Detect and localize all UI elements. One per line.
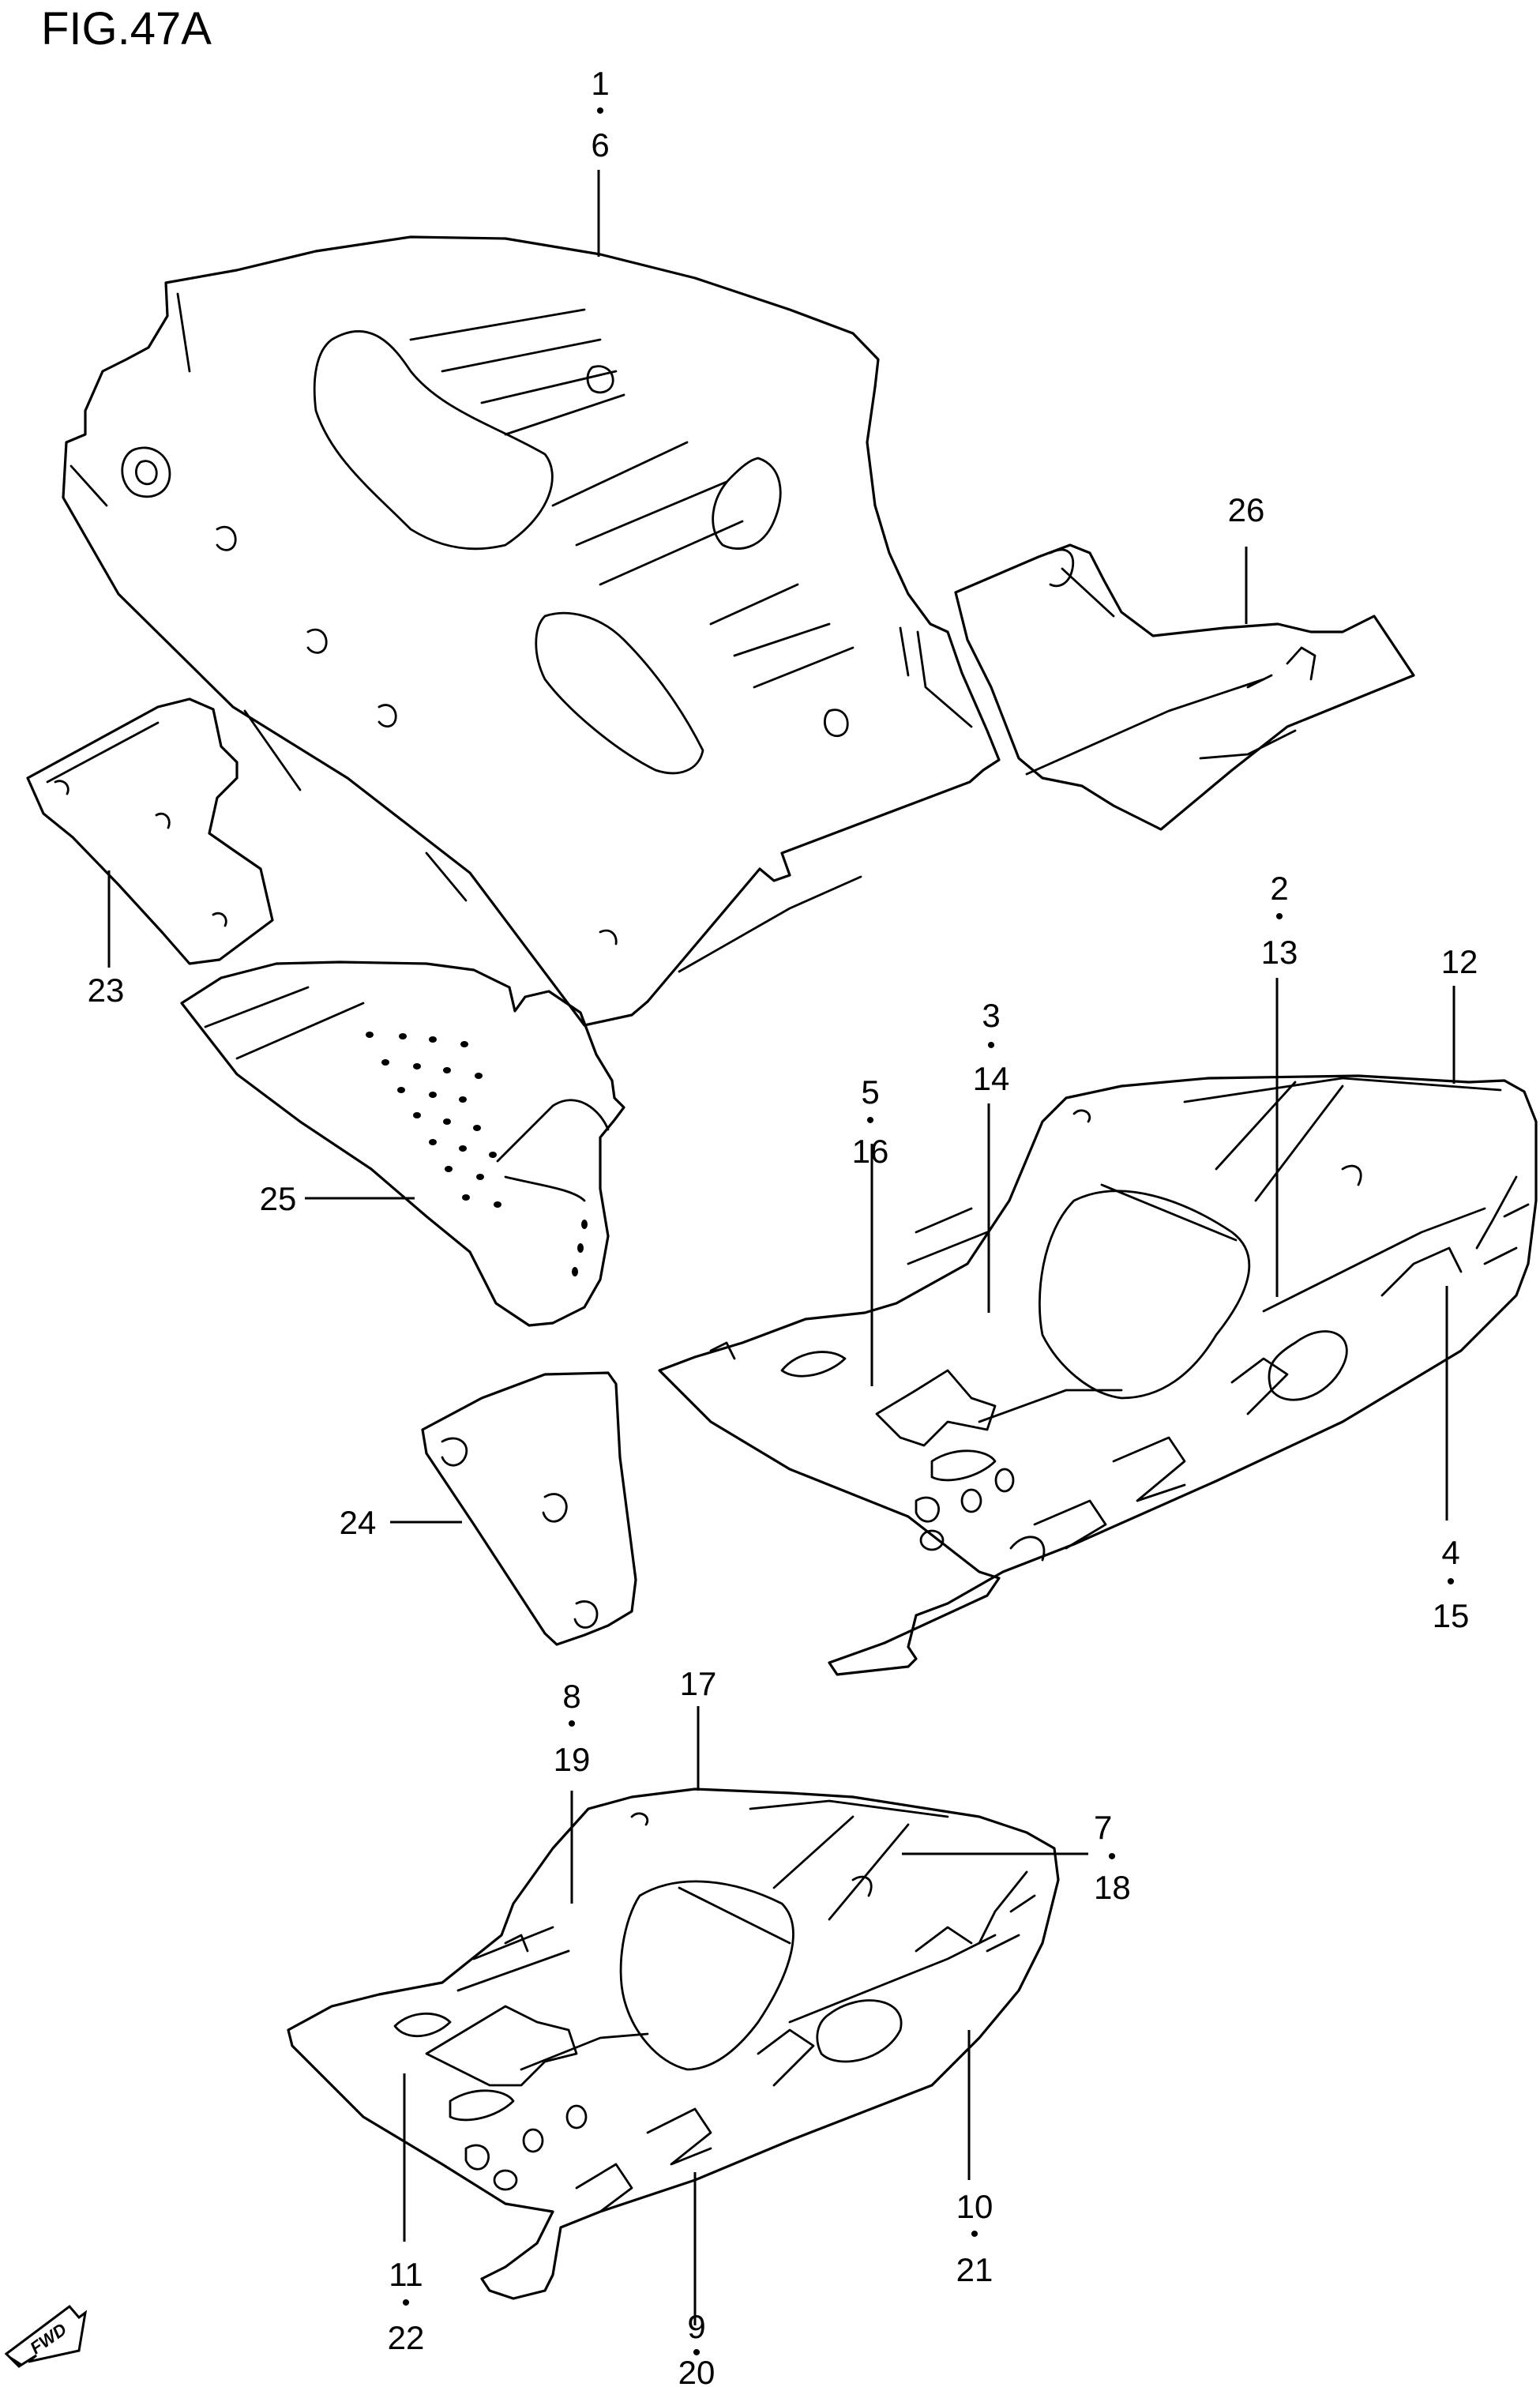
callout-separator: • — [971, 2221, 979, 2247]
inner-panel-part-26 — [954, 543, 1415, 831]
callout-top: 7 — [1094, 1809, 1112, 1846]
callout-top: 4 — [1441, 1534, 1459, 1571]
callout-top: 5 — [861, 1073, 879, 1111]
callout-separator: • — [1108, 1844, 1117, 1870]
callout-top: 10 — [956, 2188, 993, 2225]
lower-fairing-part — [287, 1787, 1060, 2300]
callout-12: 12 — [1441, 943, 1478, 980]
callout-top: 17 — [680, 1665, 717, 1702]
bracket-part-23 — [26, 697, 274, 965]
callout-separator: • — [596, 98, 605, 124]
callout-bottom: 13 — [1261, 934, 1298, 971]
callout-26: 26 — [1228, 491, 1265, 528]
callout-bottom: 20 — [678, 2354, 716, 2387]
callout-top: 25 — [260, 1180, 297, 1217]
callout-bottom: 19 — [554, 1741, 591, 1778]
callout-17: 17 — [680, 1665, 717, 1702]
callout-2-13: 2 • 13 — [1261, 870, 1298, 971]
callout-8-19: 8 • 19 — [554, 1678, 591, 1778]
callout-bottom: 22 — [388, 2319, 425, 2356]
callout-bottom: 21 — [956, 2251, 993, 2288]
callout-separator: • — [568, 1711, 577, 1737]
callout-top: 24 — [340, 1504, 377, 1541]
cover-part-25 — [180, 960, 625, 1327]
callout-25: 25 — [260, 1180, 297, 1217]
callout-top: 2 — [1270, 870, 1288, 907]
callout-top: 26 — [1228, 491, 1265, 528]
callout-separator: • — [1447, 1569, 1455, 1595]
callout-10-21: 10 • 21 — [956, 2188, 993, 2288]
callout-separator: • — [866, 1107, 875, 1133]
fwd-arrow-icon: FWD — [4, 2304, 88, 2368]
callout-9-20: 9 • 20 — [678, 2308, 716, 2387]
figure-title: FIG.47A — [41, 3, 212, 55]
callout-bottom: 16 — [852, 1133, 889, 1170]
vent-hole-pattern — [366, 1032, 588, 1276]
bracket-part-24 — [421, 1371, 637, 1646]
callout-4-15: 4 • 15 — [1433, 1534, 1470, 1634]
callout-23: 23 — [88, 972, 125, 1009]
callout-top: 11 — [389, 2256, 423, 2293]
callout-top: 23 — [88, 972, 125, 1009]
callout-separator: • — [987, 1032, 996, 1058]
callout-bottom: 18 — [1094, 1869, 1131, 1906]
callout-3-14: 3 • 14 — [973, 997, 1010, 1097]
middle-fairing-part — [658, 1074, 1538, 1676]
callout-top: 12 — [1441, 943, 1478, 980]
callout-bottom: 14 — [973, 1060, 1010, 1097]
callout-7-18: 7 • 18 — [1094, 1809, 1131, 1906]
callout-bottom: 6 — [591, 126, 609, 164]
leader-lines — [107, 170, 1455, 2325]
callout-separator: • — [693, 2340, 701, 2366]
callout-5-16: 5 • 16 — [852, 1073, 889, 1170]
callout-separator: • — [1275, 904, 1284, 930]
callout-top: 9 — [687, 2308, 705, 2345]
callout-11-22: 11 • 22 — [388, 2256, 425, 2356]
callout-separator: • — [402, 2290, 411, 2316]
callout-top: 3 — [982, 997, 1000, 1034]
callout-1-6: 1 • 6 — [591, 65, 609, 164]
side-cowling-part — [62, 235, 1001, 1027]
callout-top: 1 — [591, 65, 609, 102]
callout-bottom: 15 — [1433, 1597, 1470, 1634]
callout-top: 8 — [562, 1678, 580, 1715]
callout-24: 24 — [340, 1504, 377, 1541]
